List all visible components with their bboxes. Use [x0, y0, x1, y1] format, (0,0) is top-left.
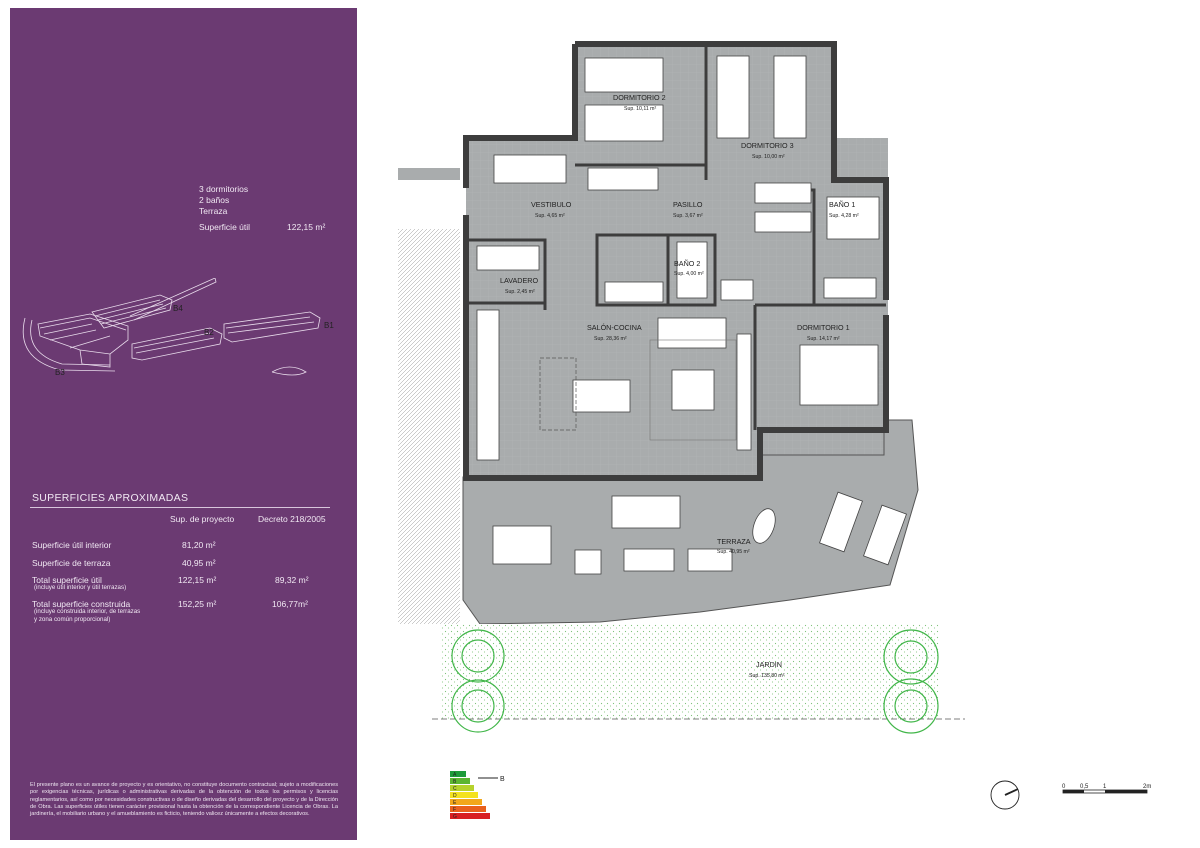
energy-letter-g: G: [453, 814, 457, 820]
sup-lavadero: Sup. 2,45 m²: [505, 289, 535, 295]
surfaces-divider: [30, 507, 330, 508]
surfaces-title: SUPERFICIES APROXIMADAS: [32, 492, 189, 504]
exterior-walls: [463, 41, 889, 481]
sup-salon-cocina: Sup. 28,36 m²: [594, 336, 627, 342]
row-total-built-v1: 152,25 m²: [178, 599, 217, 609]
summary-terrace: Terraza: [199, 206, 228, 216]
row-total-built-sub2: y zona común proporcional): [34, 616, 111, 623]
summary-useful-value: 122,15 m²: [287, 222, 326, 232]
summary-bedrooms: 3 dormitorios: [199, 184, 249, 194]
exterior-walkway: [398, 168, 460, 180]
row-total-built-v2: 106,77m²: [272, 599, 308, 609]
energy-bar-a: [450, 771, 466, 777]
row-total-built-label: Total superficie construida: [32, 599, 131, 609]
label-dormitorio-3: DORMITORIO 3: [741, 141, 794, 150]
energy-bar-d: [450, 792, 478, 798]
label-b2: B2: [204, 328, 214, 337]
energy-bar-e: [450, 799, 482, 805]
energy-rating-letter: B: [500, 776, 505, 783]
row-total-useful-sub: (incluye útil interior y útil terrazas): [34, 584, 127, 591]
scale-tick-05: 0,5: [1080, 784, 1089, 790]
row-total-useful-v2: 89,32 m²: [275, 575, 309, 585]
sup-vestibulo: Sup. 4,65 m²: [535, 213, 565, 219]
block-b4: [91, 294, 173, 329]
label-b4: B4: [173, 304, 183, 313]
label-vestibulo: VESTIBULO: [531, 200, 572, 209]
garden-area: [440, 624, 940, 720]
sup-bano-2: Sup. 4,00 m²: [674, 271, 704, 277]
row-interior-v1: 81,20 m²: [182, 540, 216, 550]
exterior-hatched-area: [398, 229, 460, 624]
info-panel: 3 dormitorios 2 baños Terraza Superficie…: [10, 8, 357, 840]
label-bano-2: BAÑO 2: [674, 259, 700, 268]
label-lavadero: LAVADERO: [500, 276, 538, 285]
label-jardin: JARDIN: [756, 660, 782, 669]
energy-letter-c: C: [453, 786, 457, 792]
site-road-inner: [30, 319, 111, 366]
sup-terraza: Sup. 40,95 m²: [717, 549, 750, 555]
scale-bar: 0 0,5 1 2m: [1062, 784, 1151, 794]
energy-letter-f: F: [453, 807, 456, 813]
row-terrace-v1: 40,95 m²: [182, 558, 216, 568]
scale-tick-2m: 2m: [1143, 784, 1151, 790]
row-total-useful-label: Total superficie útil: [32, 575, 102, 585]
furniture: [476, 55, 907, 575]
summary-useful-label: Superficie útil: [199, 222, 251, 232]
block-b1: [223, 311, 321, 343]
energy-bar-b: [450, 778, 470, 784]
sup-jardin: Sup. 135,80 m²: [749, 673, 785, 679]
energy-letter-e: E: [453, 800, 457, 806]
scale-tick-1: 1: [1103, 784, 1107, 790]
site-road: [22, 317, 116, 372]
garden-trees: [451, 629, 939, 734]
sup-bano-1: Sup. 4,28 m²: [829, 213, 859, 219]
sup-pasillo: Sup. 3,67 m²: [673, 213, 703, 219]
block-b3: [37, 313, 129, 355]
label-pasillo: PASILLO: [673, 200, 703, 209]
label-b3: B3: [55, 368, 65, 377]
scale-tick-0: 0: [1062, 784, 1066, 790]
summary-bathrooms: 2 baños: [199, 195, 230, 205]
surfaces-col-decree: Decreto 218/2005: [258, 514, 326, 524]
energy-letter-a: A: [453, 772, 457, 778]
row-terrace-label: Superficie de terraza: [32, 558, 111, 568]
legal-disclaimer: El presente plano es un avance de proyec…: [30, 782, 338, 818]
energy-bar-c: [450, 785, 474, 791]
energy-letter-b: B: [453, 779, 457, 785]
row-interior-label: Superficie útil interior: [32, 540, 112, 550]
sup-dormitorio-2: Sup. 10,11 m²: [624, 106, 656, 112]
label-dormitorio-1: DORMITORIO 1: [797, 323, 850, 332]
surfaces-col-project: Sup. de proyecto: [170, 514, 235, 524]
energy-rating-chart: A B C D E F G B: [450, 771, 505, 820]
site-path: [129, 278, 217, 321]
label-b1: B1: [324, 321, 334, 330]
row-total-built-sub: (incluye construida interior, de terraza…: [34, 608, 141, 615]
energy-letter-d: D: [453, 793, 457, 799]
label-dormitorio-2: DORMITORIO 2: [613, 93, 666, 102]
energy-bar-f: [450, 806, 486, 812]
block-b2: [131, 327, 223, 361]
label-terraza: TERRAZA: [717, 537, 751, 546]
site-plan-diagram: B4 B2 B1 B3: [22, 278, 334, 377]
sup-dormitorio-3: Sup. 10,00 m²: [752, 154, 785, 160]
north-compass-icon: [990, 780, 1020, 810]
row-total-useful-v1: 122,15 m²: [178, 575, 217, 585]
energy-bar-g: [450, 813, 490, 819]
room-labels: DORMITORIO 2 Sup. 10,11 m² DORMITORIO 3 …: [500, 93, 859, 679]
label-salon-cocina: SALÓN-COCINA: [587, 323, 642, 332]
interior-walls: [466, 44, 886, 430]
sup-dormitorio-1: Sup. 14,17 m²: [807, 336, 840, 342]
label-bano-1: BAÑO 1: [829, 200, 855, 209]
